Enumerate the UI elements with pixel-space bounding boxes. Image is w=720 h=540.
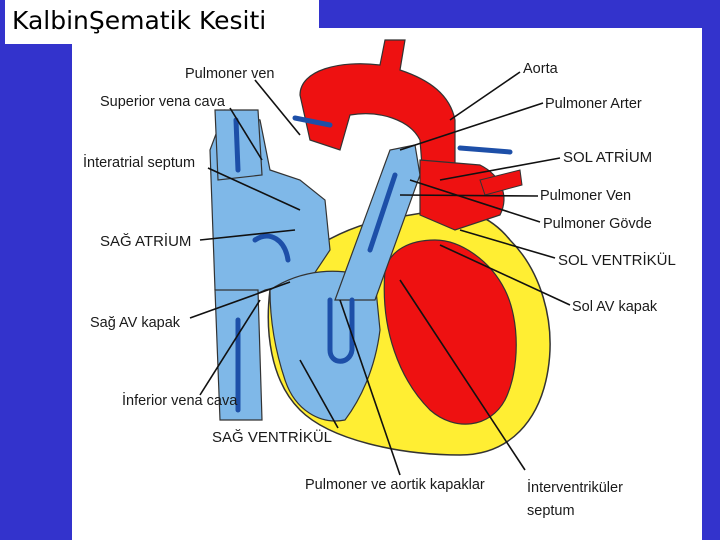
label-sag-ventrikul: SAĞ VENTRİKÜL: [212, 428, 332, 446]
title-box: [5, 0, 319, 44]
label-septum: septum: [527, 503, 575, 519]
left-ventricle: [383, 239, 517, 425]
label-sol-ventrikul: SOL VENTRİKÜL: [558, 251, 676, 269]
pulmonary-vein-stub: [479, 169, 523, 196]
pulmonary-outflow-arrow: [367, 172, 398, 253]
ra-to-rv-arrow: [252, 233, 291, 263]
label-aorta: Aorta: [523, 61, 559, 77]
aorta: [299, 39, 456, 206]
right-pa-arrow: [457, 145, 513, 155]
label-sag-atrium: SAĞ ATRİUM: [100, 232, 191, 250]
label-inferior-vena-cava: İnferior vena cava: [122, 391, 238, 409]
left-pa-arrow: [292, 115, 333, 128]
label-pulmoner-arter: Pulmoner Arter: [545, 96, 642, 112]
svc-flow-arrow: [233, 117, 241, 173]
label-sag-av-kapak: Sağ AV kapak: [90, 315, 181, 331]
label-sol-av-kapak: Sol AV kapak: [572, 299, 658, 315]
slide-title: KalbinŞematik Kesiti: [12, 6, 267, 35]
label-interventrikuler: İnterventriküler: [527, 478, 623, 496]
label-pulmoner-govde: Pulmoner Gövde: [543, 216, 652, 232]
label-superior-vena-cava: Superior vena cava: [100, 94, 226, 110]
label-interatrial-septum: İnteratrial septum: [83, 153, 195, 171]
leader-lines: [189, 71, 571, 476]
label-pulmoner-ven-top: Pulmoner ven: [185, 66, 274, 82]
label-pulmoner-ven: Pulmoner Ven: [540, 188, 631, 204]
label-pulmoner-aortik-kapaklar: Pulmoner ve aortik kapaklar: [305, 477, 485, 493]
label-sol-atrium: SOL ATRİUM: [563, 148, 652, 166]
rv-u-turn-arrow: [327, 297, 355, 364]
